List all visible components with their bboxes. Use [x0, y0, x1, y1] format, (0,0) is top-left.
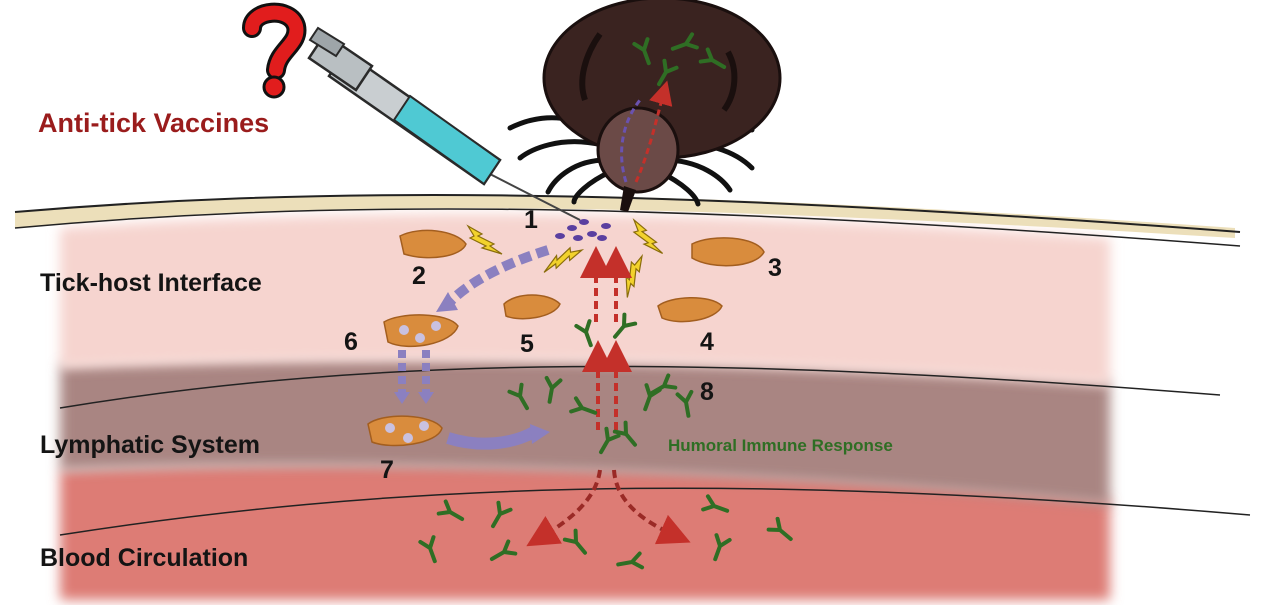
layer-label-interface: Tick-host Interface — [40, 269, 262, 297]
layer-label-lymphatic: Lymphatic System — [40, 431, 260, 459]
step-number-1: 1 — [524, 206, 538, 234]
diagram-title: Anti-tick Vaccines — [38, 108, 270, 138]
humoral-response-label: Humoral Immune Response — [668, 436, 893, 455]
tick-icon — [507, 0, 782, 212]
question-mark-icon — [242, 2, 307, 99]
arrow-icon — [394, 245, 691, 547]
immune-cell-icon — [367, 229, 765, 447]
lymphatic-layer — [60, 357, 1110, 505]
skin-surface — [15, 194, 1235, 238]
antigen-particle-icon — [555, 219, 611, 241]
step-number-3: 3 — [768, 254, 782, 282]
step-number-2: 2 — [412, 262, 426, 290]
tissue-layers — [14, 193, 1251, 600]
step-number-8: 8 — [700, 378, 714, 406]
step-number-7: 7 — [380, 456, 394, 484]
blood-layer — [60, 464, 1110, 600]
step-number-4: 4 — [700, 328, 714, 356]
step-number-6: 6 — [344, 328, 358, 356]
syringe-icon — [307, 26, 581, 221]
step-number-5: 5 — [520, 330, 534, 358]
interface-layer — [60, 214, 1110, 385]
layer-label-blood: Blood Circulation — [40, 544, 249, 572]
